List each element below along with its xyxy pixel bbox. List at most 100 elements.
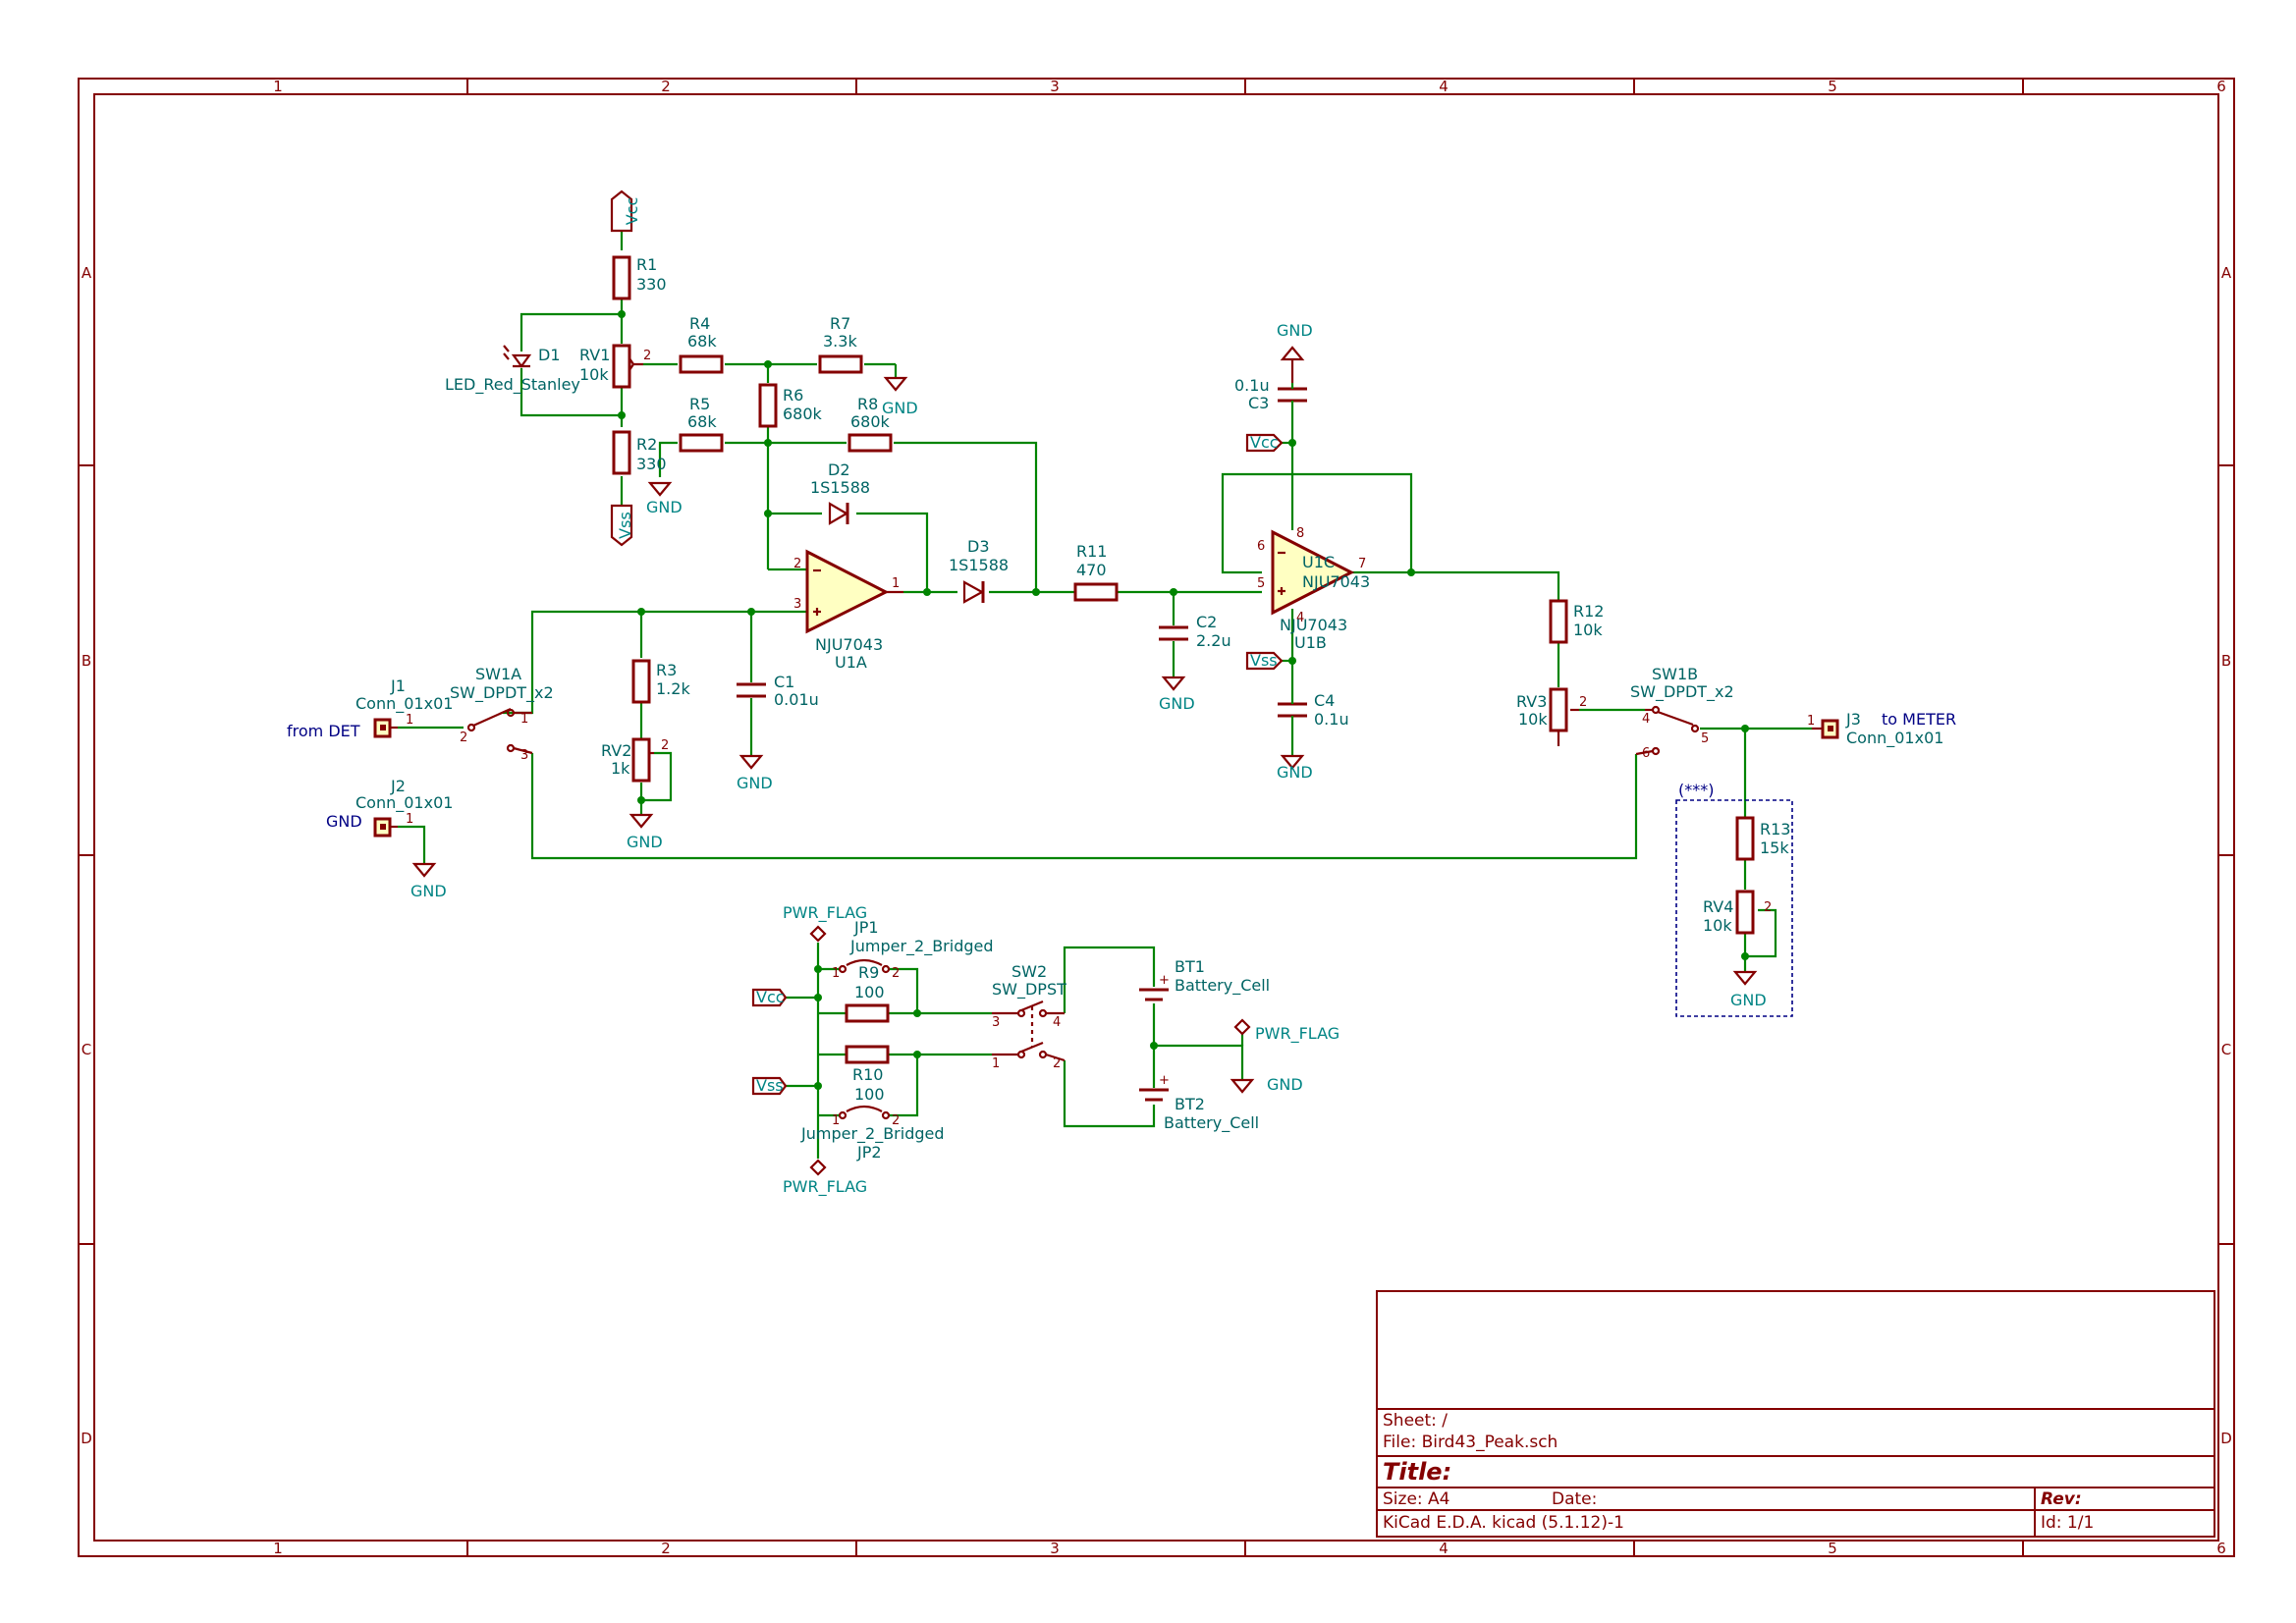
rv2-pin2: 2 xyxy=(661,738,669,753)
d2-diode: D2 1S1588 xyxy=(810,460,870,525)
c2-ref: C2 xyxy=(1196,613,1217,631)
pwr-flag-bottom-text: PWR_FLAG xyxy=(783,1177,867,1197)
gnd-j2-text: GND xyxy=(410,882,447,900)
gnd-rv4-text: GND xyxy=(1730,991,1767,1009)
col-label-bottom-3: 3 xyxy=(1050,1540,1060,1557)
r1-resistor: R1 330 xyxy=(612,255,667,300)
r13-resistor: R13 15k xyxy=(1735,816,1790,861)
jp2-pin2: 2 xyxy=(892,1113,900,1128)
rv1-potentiometer: RV1 10k 2 xyxy=(579,344,651,389)
rv4-val: 10k xyxy=(1703,916,1732,935)
u1b-pin7: 7 xyxy=(1358,557,1366,571)
c4-val: 0.1u xyxy=(1314,710,1349,729)
u1b-opamp: 6 5 7 8 4 U1C NJU7043 NJU7043 U1B xyxy=(1257,526,1370,652)
tb-tool: KiCad E.D.A. kicad (5.1.12)-1 xyxy=(1383,1513,1624,1533)
sw1b-pin4: 4 xyxy=(1642,712,1650,727)
col-label-top-2: 2 xyxy=(661,78,671,95)
gnd-c3: GND xyxy=(1277,321,1313,383)
sw2-pin2: 2 xyxy=(1053,1056,1061,1071)
jp1-ref: JP1 xyxy=(853,918,879,937)
r8-ref: R8 xyxy=(857,395,878,413)
rv3-pin2: 2 xyxy=(1579,695,1587,710)
gnd-c1-text: GND xyxy=(737,774,773,792)
sw1b-val: SW_DPDT_x2 xyxy=(1630,682,1734,702)
r11-resistor: R11 470 xyxy=(1073,542,1119,602)
gnd-rv2: GND xyxy=(627,813,663,851)
bt2-ref: BT2 xyxy=(1175,1095,1205,1113)
r9-val: 100 xyxy=(854,983,885,1001)
row-label-left-a: A xyxy=(82,264,92,282)
tb-date: Date: xyxy=(1552,1489,1597,1509)
sw2-pin3: 3 xyxy=(992,1015,1000,1030)
r7-ref: R7 xyxy=(830,314,850,333)
bt1-plus: + xyxy=(1159,973,1170,988)
col-label-top-3: 3 xyxy=(1050,78,1060,95)
jp1-pin2: 2 xyxy=(892,966,900,981)
sw2-pin1: 1 xyxy=(992,1056,1000,1071)
pwr-flag-bottom: PWR_FLAG xyxy=(783,1159,867,1197)
r7-resistor: R7 3.3k xyxy=(818,314,863,374)
r10-val: 100 xyxy=(854,1085,885,1104)
r1-ref: R1 xyxy=(636,255,657,274)
optional-box: (***) xyxy=(1675,781,1793,1017)
gnd-c2: GND xyxy=(1159,676,1195,713)
u1b-val: NJU7043 xyxy=(1280,616,1347,634)
r10-ref: R10 xyxy=(852,1065,883,1084)
vss-port-u1: Vss xyxy=(1245,651,1284,671)
title-block: Sheet: / File: Bird43_Peak.sch Title: Si… xyxy=(1376,1290,2215,1538)
gnd-c3-text: GND xyxy=(1277,321,1313,340)
sw1a-pin1: 1 xyxy=(520,712,528,727)
c3-capacitor: 0.1u C3 xyxy=(1234,376,1307,412)
rv1-ref: RV1 xyxy=(579,346,610,364)
vcc-text-top: Vcc xyxy=(623,197,641,226)
sw1a-ref: SW1A xyxy=(475,665,521,683)
r12-resistor: R12 10k xyxy=(1549,599,1604,644)
r2-ref: R2 xyxy=(636,435,657,454)
d2-ref: D2 xyxy=(828,460,850,479)
u1a-pin3: 3 xyxy=(793,597,801,612)
rv1-pin2: 2 xyxy=(643,349,651,363)
u1a-val: NJU7043 xyxy=(815,635,883,654)
tb-id: Id: 1/1 xyxy=(2041,1513,2094,1533)
vcc-text-u1: Vcc xyxy=(1250,433,1279,452)
col-label-top-4: 4 xyxy=(1439,78,1449,95)
gnd-net-label: GND xyxy=(326,812,362,831)
j3-val: Conn_01x01 xyxy=(1846,729,1943,748)
r4-val: 68k xyxy=(687,332,717,351)
rv2-ref: RV2 xyxy=(601,741,631,760)
gnd-battery: GND xyxy=(1230,1075,1303,1094)
j3-pin1: 1 xyxy=(1807,714,1815,729)
from-det-label: from DET xyxy=(287,722,360,740)
pwr-flag-right-text: PWR_FLAG xyxy=(1255,1024,1339,1044)
rv3-ref: RV3 xyxy=(1516,692,1547,711)
u1a-pin2: 2 xyxy=(793,557,801,571)
pwr-flag-right: PWR_FLAG xyxy=(1233,1018,1339,1044)
vcc-port-power: Vcc xyxy=(751,988,788,1007)
row-label-right-a: A xyxy=(2221,264,2232,282)
c3-ref: C3 xyxy=(1248,394,1269,412)
sw1a-pin2: 2 xyxy=(460,730,467,745)
u1b-ref: U1B xyxy=(1294,633,1327,652)
gnd-j2: GND xyxy=(410,862,447,900)
vss-text-u1: Vss xyxy=(1250,651,1278,670)
r5-resistor: R5 68k xyxy=(679,395,724,453)
r11-val: 470 xyxy=(1076,561,1107,579)
gnd-c4-text: GND xyxy=(1277,763,1313,782)
sw1a-switch: SW1A SW_DPDT_x2 2 1 3 xyxy=(450,665,554,763)
r8-resistor: R8 680k xyxy=(847,395,893,453)
d1-val: LED_Red_Stanley xyxy=(445,375,580,395)
j2-val: Conn_01x01 xyxy=(355,793,453,813)
r2-resistor: R2 330 xyxy=(612,430,667,475)
u1c-pin4: 4 xyxy=(1296,611,1304,625)
gnd-battery-text: GND xyxy=(1267,1075,1303,1094)
u1a-opamp: 2 3 1 NJU7043 U1A xyxy=(793,549,903,672)
col-label-bottom-2: 2 xyxy=(661,1540,671,1557)
sw2-ref: SW2 xyxy=(1011,962,1047,981)
col-label-bottom-1: 1 xyxy=(273,1540,283,1557)
c4-ref: C4 xyxy=(1314,691,1335,710)
bt1-battery: + BT1 Battery_Cell xyxy=(1139,957,1270,1001)
gnd-c2-text: GND xyxy=(1159,694,1195,713)
r12-val: 10k xyxy=(1573,621,1603,639)
r6-val: 680k xyxy=(783,405,823,423)
d3-val: 1S1588 xyxy=(949,556,1009,574)
